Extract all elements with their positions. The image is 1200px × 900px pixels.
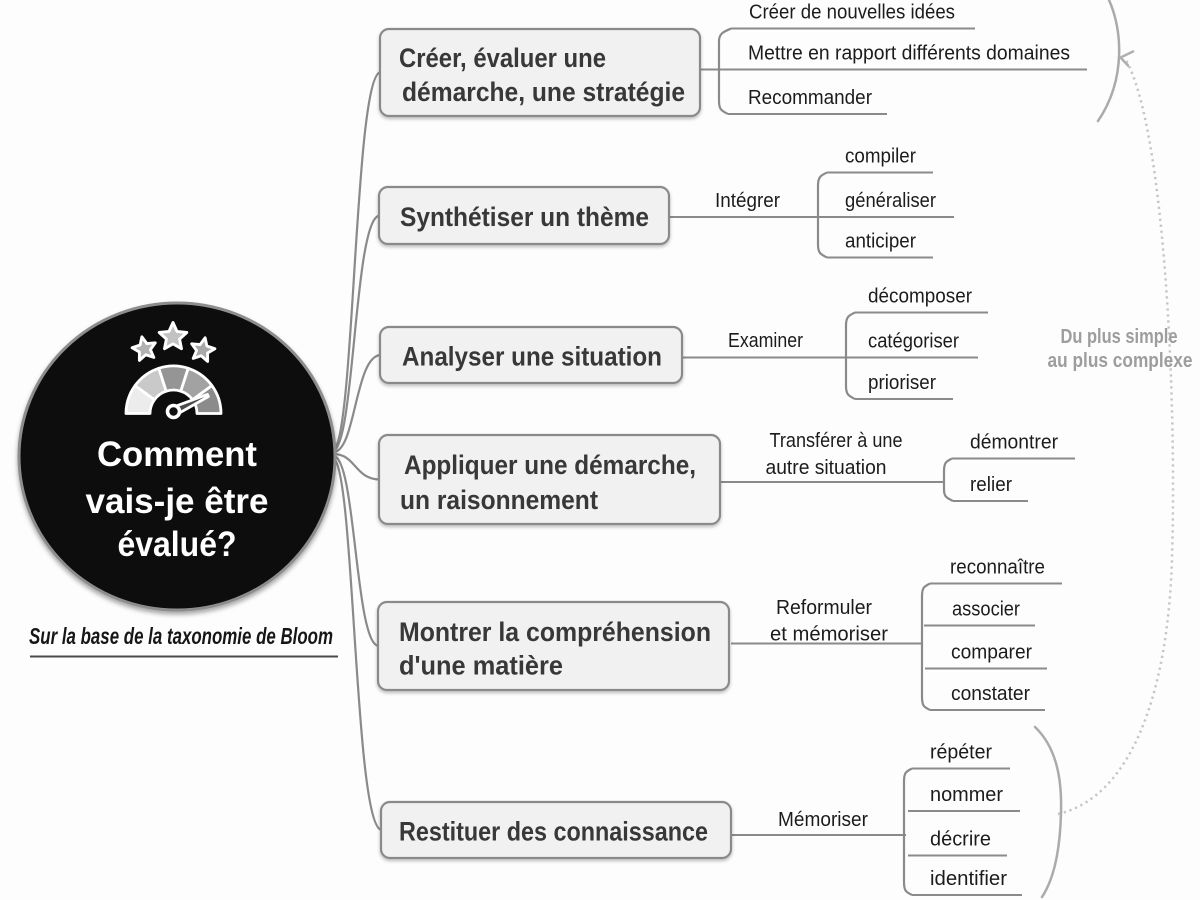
svg-text:décomposer: décomposer <box>868 286 972 308</box>
svg-text:Créer, évaluer une: Créer, évaluer une <box>399 43 606 73</box>
svg-text:Appliquer une démarche,: Appliquer une démarche, <box>404 450 696 480</box>
svg-text:catégoriser: catégoriser <box>868 331 959 353</box>
svg-text:comparer: comparer <box>951 642 1032 664</box>
svg-text:Analyser une situation: Analyser une situation <box>402 342 662 372</box>
svg-text:Recommander: Recommander <box>748 87 872 109</box>
svg-text:démontrer: démontrer <box>970 432 1058 454</box>
svg-text:identifier: identifier <box>930 868 1007 890</box>
svg-text:décrire: décrire <box>930 829 991 851</box>
svg-text:vais-je être: vais-je être <box>86 482 269 521</box>
svg-text:généraliser: généraliser <box>845 190 936 212</box>
svg-text:et mémoriser: et mémoriser <box>770 624 888 646</box>
svg-text:démarche, une stratégie: démarche, une stratégie <box>402 77 685 107</box>
svg-text:d'une matière: d'une matière <box>399 651 563 681</box>
svg-text:répéter: répéter <box>930 742 992 764</box>
svg-text:au plus complexe: au plus complexe <box>1048 350 1193 372</box>
svg-text:Comment: Comment <box>97 435 257 474</box>
svg-text:constater: constater <box>951 683 1030 705</box>
svg-text:Reformuler: Reformuler <box>776 597 872 619</box>
svg-text:Transférer à une: Transférer à une <box>770 430 903 452</box>
svg-text:Restituer des connaissance: Restituer des connaissance <box>399 817 708 847</box>
svg-text:Sur la base de la taxonomie de: Sur la base de la taxonomie de Bloom <box>29 623 333 649</box>
svg-text:évalué?: évalué? <box>118 525 237 564</box>
svg-text:Mettre en rapport différents d: Mettre en rapport différents domaines <box>748 43 1070 65</box>
svg-text:prioriser: prioriser <box>868 372 936 394</box>
svg-text:reconnaître: reconnaître <box>950 557 1045 579</box>
svg-text:Synthétiser un thème: Synthétiser un thème <box>400 202 649 232</box>
svg-text:un raisonnement: un raisonnement <box>400 485 598 515</box>
svg-text:relier: relier <box>970 474 1012 496</box>
svg-text:autre situation: autre situation <box>766 457 887 479</box>
svg-text:anticiper: anticiper <box>845 231 916 253</box>
svg-text:Du plus simple: Du plus simple <box>1061 326 1178 348</box>
svg-text:associer: associer <box>952 599 1020 621</box>
svg-text:Examiner: Examiner <box>728 330 803 352</box>
svg-text:nommer: nommer <box>930 784 1003 806</box>
svg-text:Montrer la compréhension: Montrer la compréhension <box>399 617 711 647</box>
svg-text:Intégrer: Intégrer <box>715 190 780 212</box>
svg-text:compiler: compiler <box>845 146 916 168</box>
svg-text:Mémoriser: Mémoriser <box>778 809 868 831</box>
svg-text:Créer de nouvelles idées: Créer de nouvelles idées <box>749 2 955 24</box>
